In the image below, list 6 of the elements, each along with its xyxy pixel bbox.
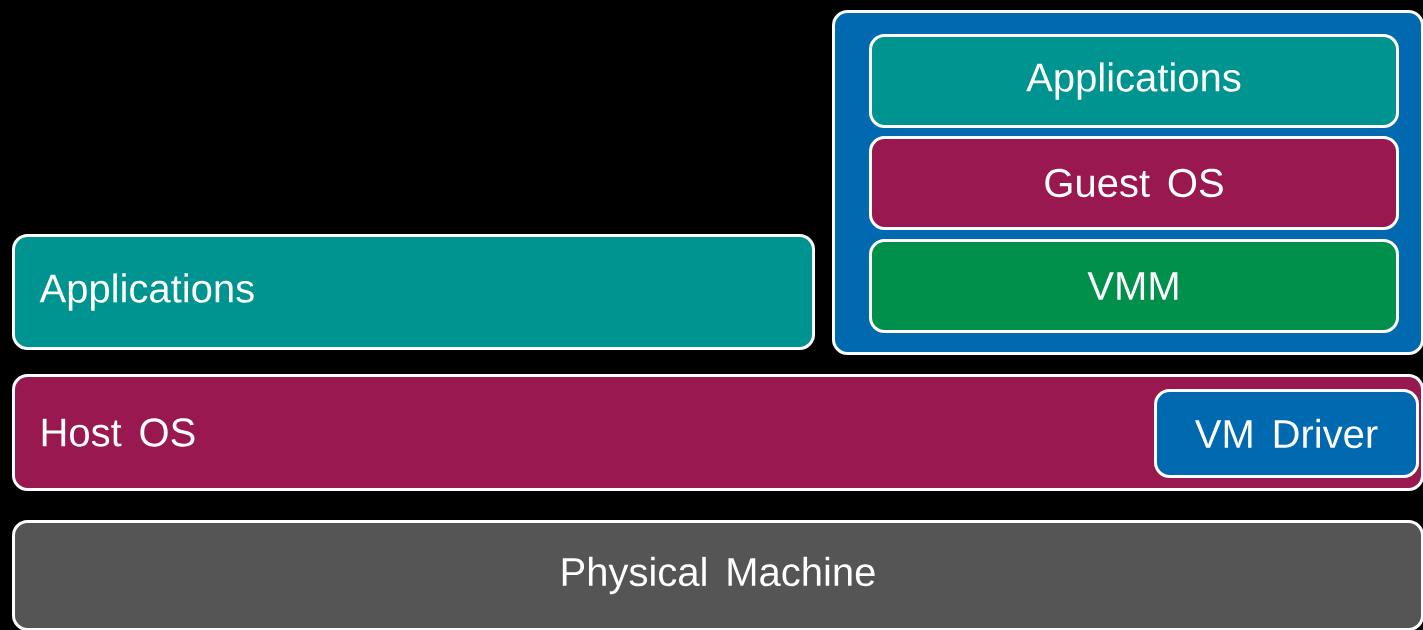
- layer-box: VMM: [869, 239, 1399, 333]
- layer-box: Guest OS: [869, 136, 1399, 230]
- layer-box: Applications: [12, 234, 815, 350]
- layer-box: Physical Machine: [12, 520, 1423, 630]
- driver-box: VM Driver: [1154, 389, 1419, 478]
- layer-box: Applications: [869, 34, 1399, 128]
